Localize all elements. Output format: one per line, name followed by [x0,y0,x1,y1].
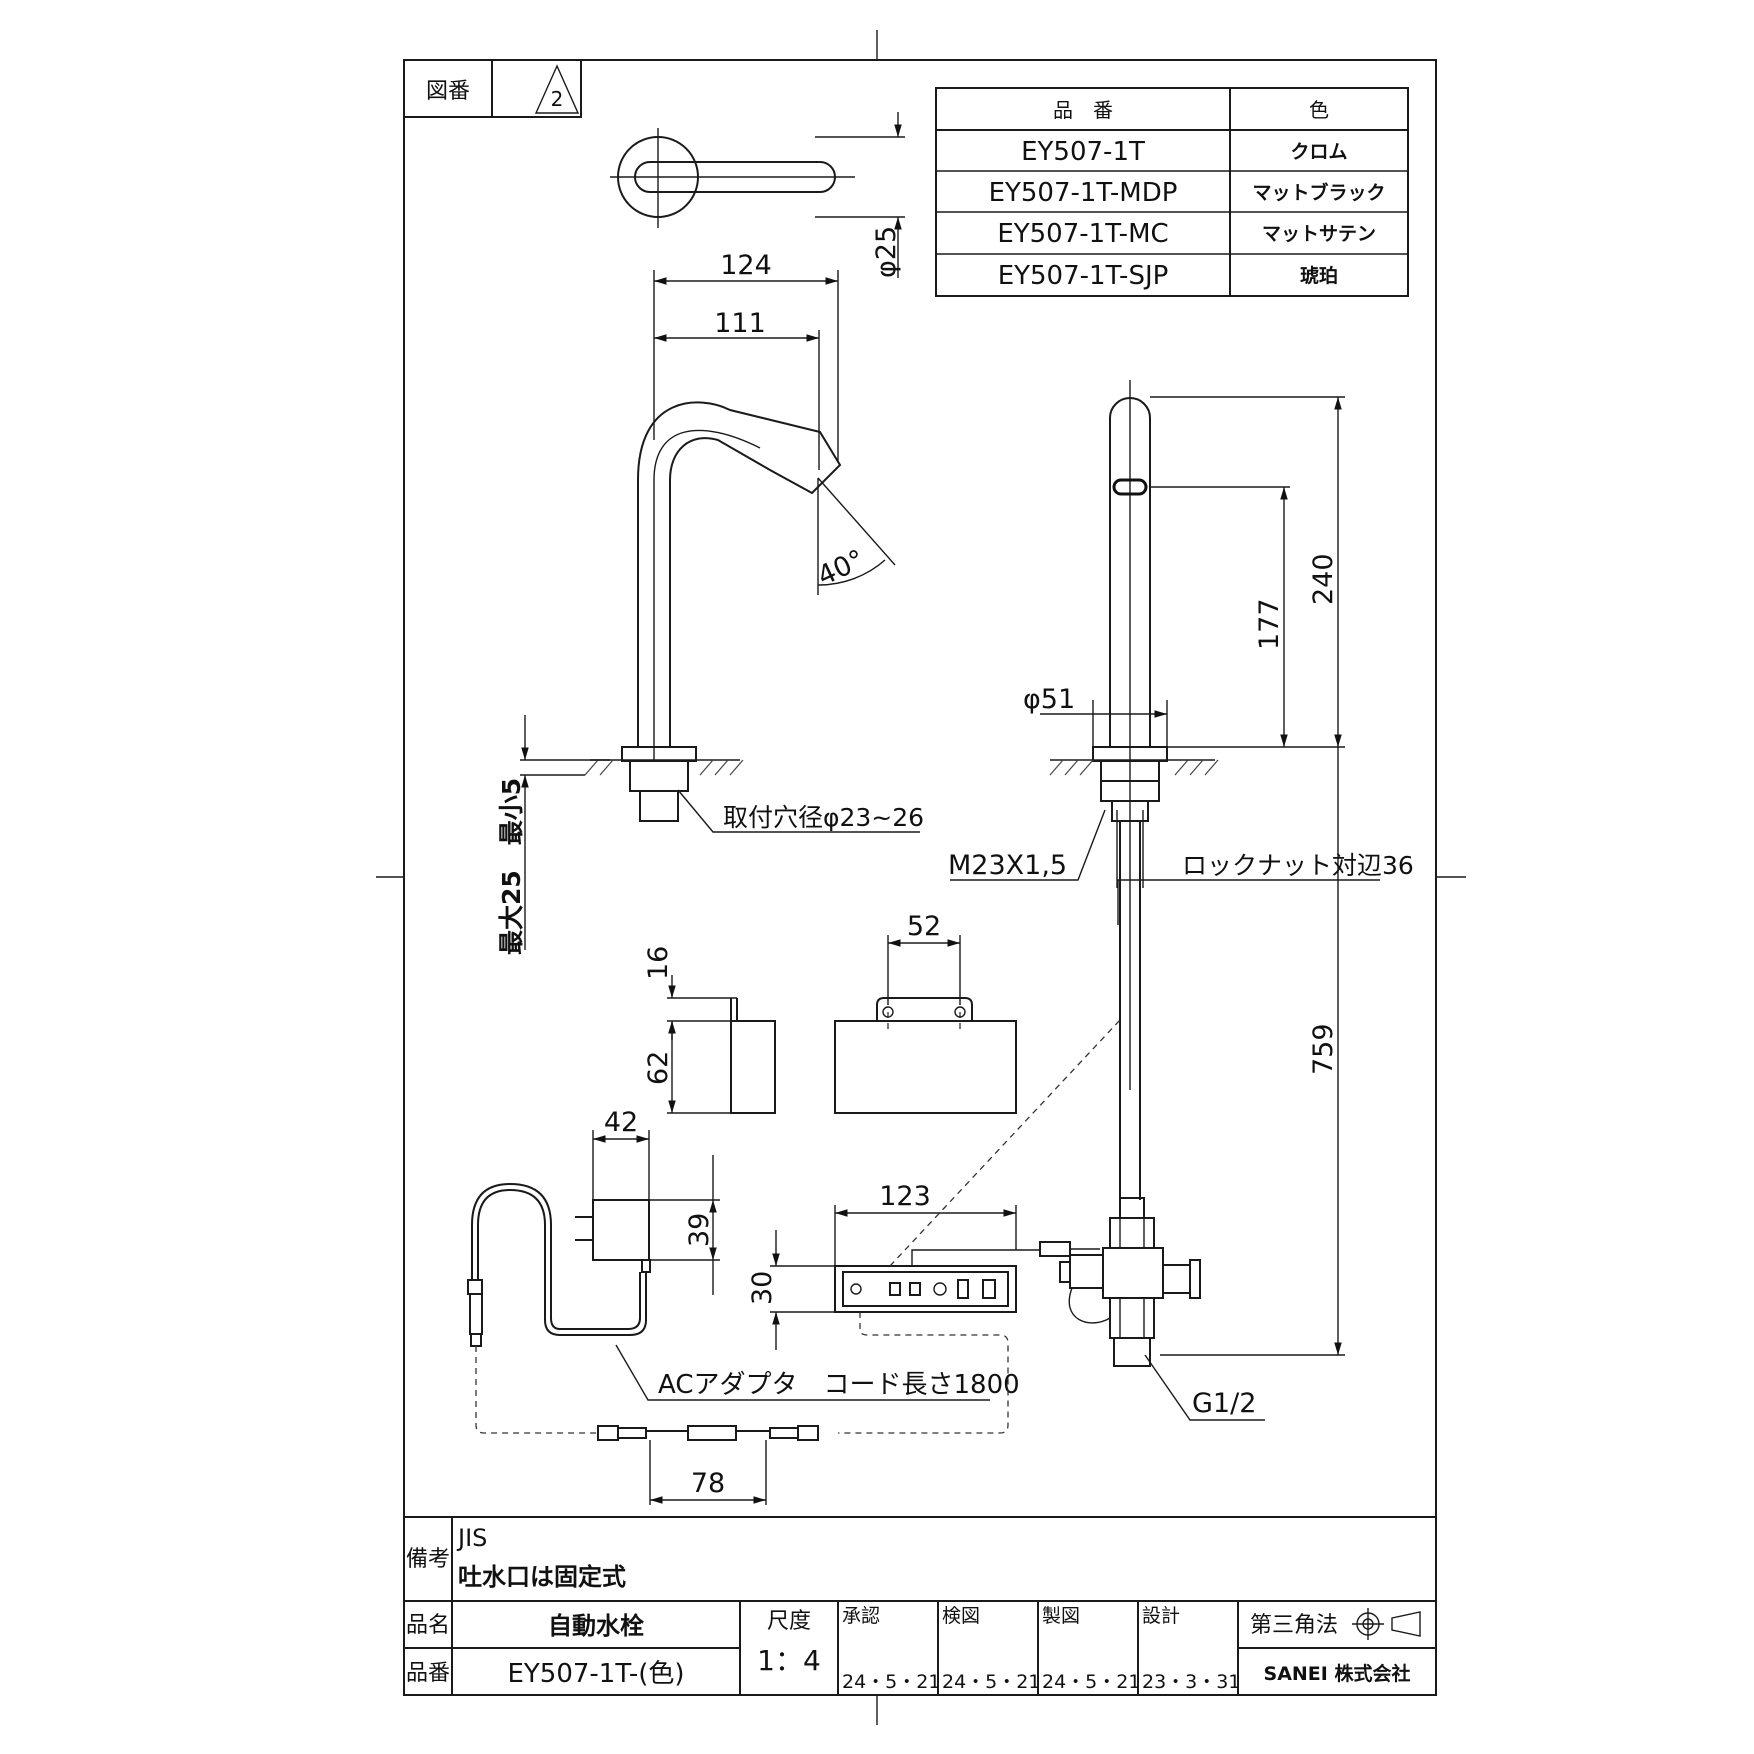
check-date: 24・5・21 [942,1671,1040,1693]
design-date: 23・3・31 [1142,1671,1240,1693]
dim-d25: φ25 [871,226,902,278]
parts-row-color: マットサテン [1262,223,1376,245]
notes-block: 備考 JIS 吐水口は固定式 [404,1516,1436,1601]
faucet-front-view: 240 177 φ51 M23X1,5 ロックナット対辺36 759 G1/2 [948,380,1414,1421]
notes-line1: JIS [456,1524,487,1552]
controller-box-view: 123 30 [475,1019,1121,1434]
number-label: 品番 [406,1661,450,1686]
draw-label: 製図 [1042,1605,1080,1627]
dim-177: 177 [1254,598,1285,650]
notes-line2: 吐水口は固定式 [458,1563,626,1591]
centering-marks [376,30,1466,1725]
third-angle-projection-icon [1352,1608,1421,1640]
dim-adapter: ACアダプタ コード長さ1800 [658,1370,1020,1400]
parts-row-part: EY507-1T-MC [997,219,1168,249]
ac-adapter-view: 42 39 ACアダプタ コード長さ1800 [467,1107,1020,1401]
parts-row-color: マットブラック [1252,181,1385,204]
drawing-number-box: 図番 2 [403,59,582,118]
notes-label: 備考 [406,1547,450,1572]
revision-triangle-icon [534,64,580,114]
counter-hatch [1049,759,1219,776]
check-label: 検図 [942,1605,980,1627]
parts-header-color: 色 [1309,98,1329,122]
parts-row-color: クロム [1290,141,1347,163]
approve-date: 24・5・21 [842,1671,940,1693]
parts-row-part: EY507-1T-SJP [998,261,1169,291]
scale-value: 1：4 [757,1644,821,1677]
draw-date: 24・5・21 [1042,1671,1140,1693]
approve-label: 承認 [842,1605,880,1627]
dim-78: 78 [691,1468,725,1499]
dim-thread: M23X1,5 [948,850,1067,881]
dim-240: 240 [1308,553,1339,605]
spout-top-view: φ25 [610,112,905,278]
dim-759: 759 [1308,1023,1339,1075]
dim-52: 52 [907,911,941,942]
design-label: 設計 [1142,1605,1180,1627]
sensor-box-view: 52 [834,911,1017,1114]
spout-side-view: 124 111 40° 取付穴径φ23~26 最大25 最小5 [497,250,924,955]
drawing-number-label: 図番 [426,79,470,104]
title-block: 品名 自動水栓 品番 EY507-1T-(色) 尺度 1：4 承認 24・5・2… [404,1600,1436,1695]
extension-cable-view: 78 [597,1425,819,1505]
parts-row-part: EY507-1T-MDP [989,178,1178,208]
dim-111: 111 [714,308,766,339]
parts-header-part: 品 番 [1053,98,1113,122]
dim-counter: 最大25 最小5 [497,778,526,955]
dim-d51: φ51 [1023,684,1075,715]
dim-124: 124 [720,250,772,281]
dim-42: 42 [604,1107,638,1138]
projection-label: 第三角法 [1250,1613,1338,1638]
dim-mount-hole: 取付穴径φ23~26 [723,803,924,832]
counter-hatch [584,759,744,776]
parts-table: 品 番 色 EY507-1T クロム EY507-1T-MDP マットブラック … [935,87,1409,297]
revision-number: 2 [551,87,564,111]
dim-62: 62 [643,1051,674,1085]
name-label: 品名 [406,1613,450,1638]
dim-16: 16 [643,946,674,980]
dim-pipe: G1/2 [1192,1388,1256,1419]
parts-row-color: 琥珀 [1300,264,1338,287]
scale-label: 尺度 [767,1609,811,1634]
parts-row-part: EY507-1T [1021,137,1145,167]
drawing-border [403,59,1437,1696]
product-number: EY507-1T-(色) [507,1659,684,1689]
dim-30: 30 [747,1271,778,1305]
dim-39: 39 [684,1213,715,1247]
dim-123: 123 [879,1181,931,1212]
company-name: SANEI 株式会社 [1264,1662,1411,1685]
dim-locknut: ロックナット対辺36 [1182,851,1414,880]
sensor-bracket-view: 16 62 [643,946,776,1114]
product-name: 自動水栓 [548,1612,644,1640]
